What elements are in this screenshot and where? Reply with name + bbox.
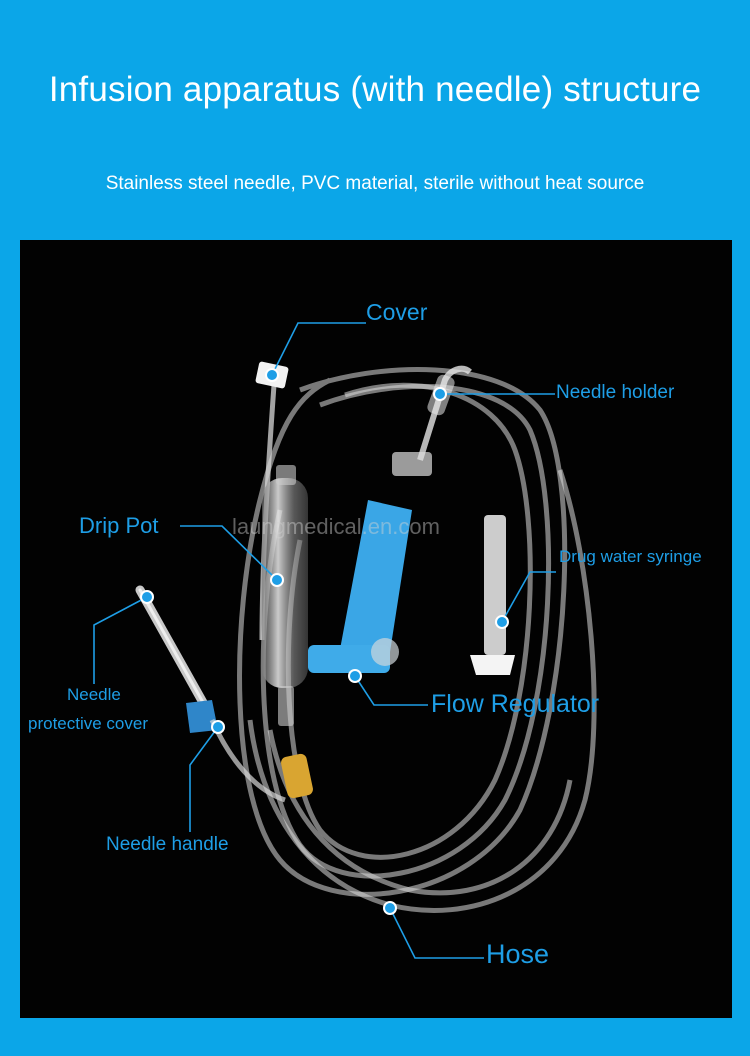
label-needle-protective-cover-1: Needle xyxy=(67,685,121,704)
label-needle-handle: Needle handle xyxy=(106,834,229,855)
callout-dots xyxy=(140,368,509,915)
watermark: laungmedical.en.com xyxy=(232,514,440,539)
drip-pot-shape xyxy=(262,465,308,726)
page-subtitle: Stainless steel needle, PVC material, st… xyxy=(105,173,645,194)
dot-hose xyxy=(383,901,397,915)
dot-cover xyxy=(265,368,279,382)
dot-needle-cover xyxy=(140,590,154,604)
label-needle-protective-cover-2: protective cover xyxy=(28,714,148,733)
label-flow-regulator: Flow Regulator xyxy=(431,690,600,718)
label-hose: Hose xyxy=(486,939,550,969)
needle-assembly-shape xyxy=(135,585,286,803)
dot-flow-regulator xyxy=(348,669,362,683)
drug-syringe-shape xyxy=(470,515,515,675)
label-needle-holder: Needle holder xyxy=(556,382,675,403)
page-title: Infusion apparatus (with needle) structu… xyxy=(48,70,702,109)
dot-drug-syringe xyxy=(495,615,509,629)
label-drug-water-syringe: Drug water syringe xyxy=(559,547,702,566)
leader-lines xyxy=(93,322,556,959)
dot-drip-pot xyxy=(270,573,284,587)
label-drip-pot: Drip Pot xyxy=(79,513,159,538)
dot-needle-holder xyxy=(433,387,447,401)
hose-tubing xyxy=(237,367,597,913)
yellow-connector-shape xyxy=(281,753,313,799)
dot-needle-handle xyxy=(211,720,225,734)
flow-regulator-shape xyxy=(308,500,412,673)
label-cover: Cover xyxy=(366,299,428,325)
